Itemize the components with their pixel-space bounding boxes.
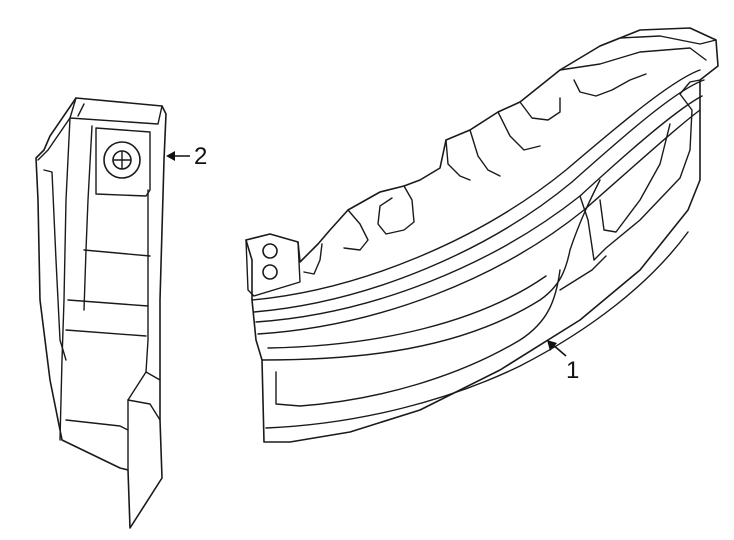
callout-1-label: 1	[566, 357, 579, 384]
lamp-bracket-icon	[35, 97, 167, 529]
callout-1-leader	[547, 340, 567, 357]
callout-2-label: 2	[194, 143, 207, 170]
tail-lamp-assembly-icon	[245, 27, 719, 443]
callout-2-leader	[166, 151, 190, 161]
